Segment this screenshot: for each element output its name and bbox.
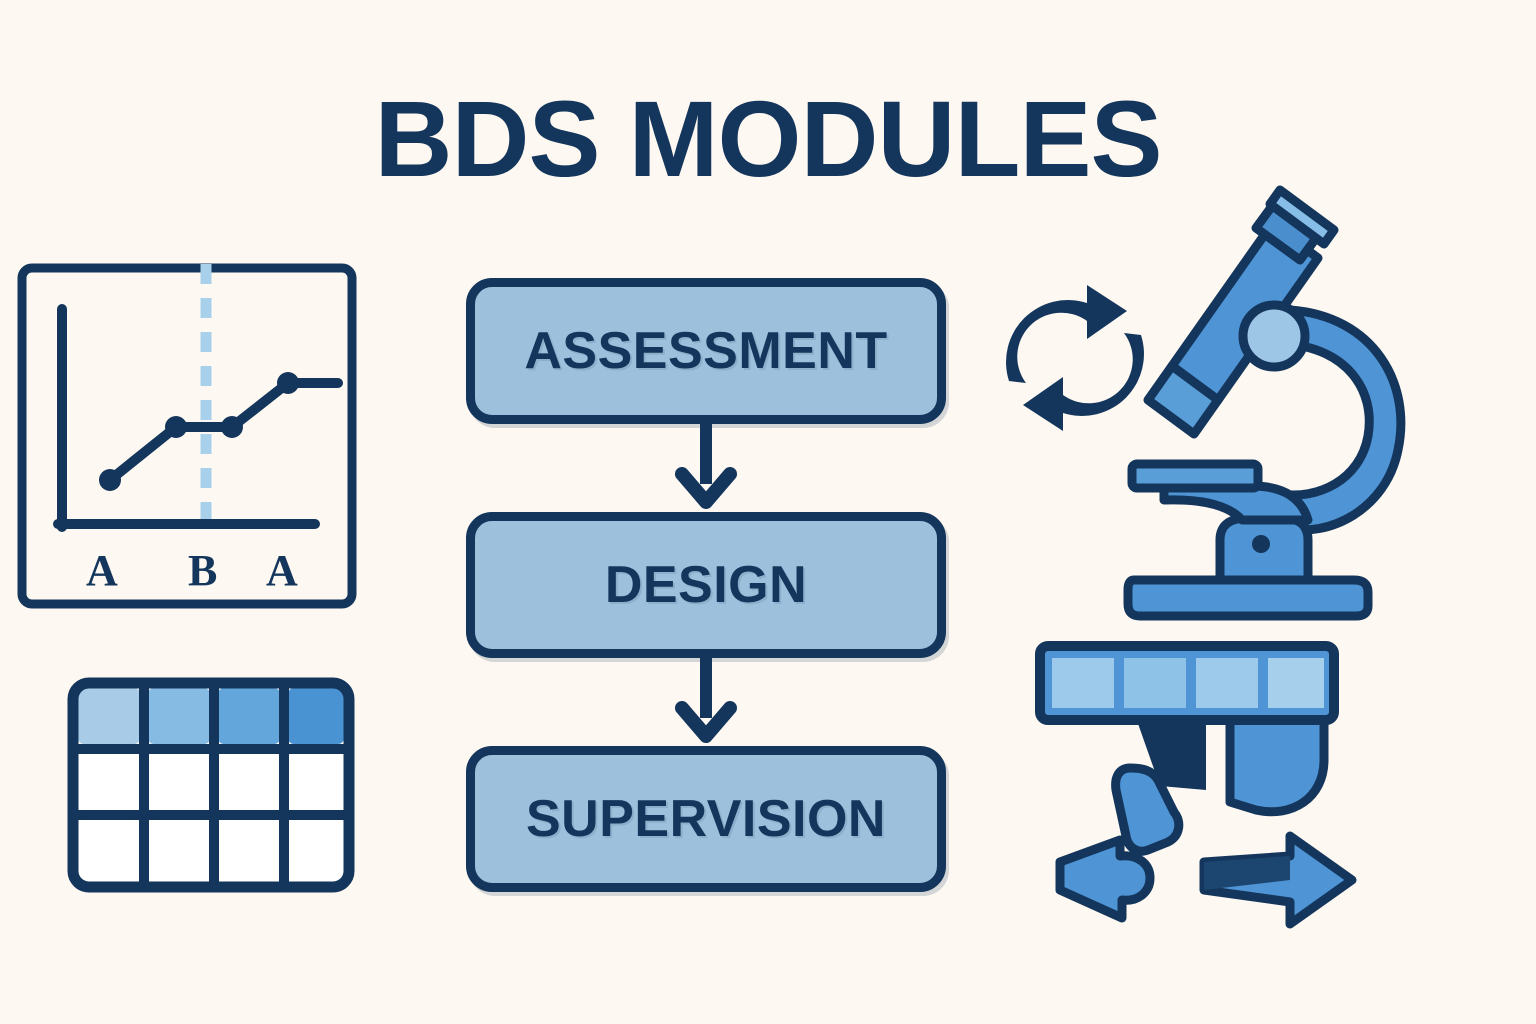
filmstrip-cell bbox=[1124, 658, 1186, 708]
chart-data-point bbox=[221, 416, 243, 438]
filmstrip-cell bbox=[1268, 658, 1324, 708]
tools-wedge bbox=[1136, 718, 1206, 790]
filmstrip-tools-arrow-icon bbox=[1034, 640, 1364, 930]
flow-step-label: SUPERVISION bbox=[526, 790, 886, 848]
table-header-cell bbox=[218, 688, 280, 744]
table-body-cell bbox=[78, 820, 140, 882]
filmstrip-cell bbox=[1052, 658, 1114, 708]
tools-svg bbox=[1035, 641, 1357, 929]
arrow-down-icon bbox=[675, 656, 737, 743]
table-header-cell bbox=[78, 688, 140, 744]
chart-data-point bbox=[165, 416, 187, 438]
cycle-arrow-bottom bbox=[1023, 333, 1144, 431]
flow-step-design[interactable]: DESIGN bbox=[466, 512, 946, 658]
table-header-cell bbox=[148, 688, 210, 744]
tools-blob-body bbox=[1125, 713, 1329, 817]
table-body-cell bbox=[148, 754, 210, 810]
phase-label-a1: A bbox=[86, 546, 118, 595]
arrow-assessment-to-design bbox=[672, 422, 740, 516]
table-outer-border bbox=[67, 677, 355, 893]
phase-label-b: B bbox=[188, 546, 218, 595]
page-title: BDS MODULES bbox=[374, 78, 1162, 199]
flow-step-assessment[interactable]: ASSESSMENT bbox=[466, 278, 946, 424]
flow-step-label: DESIGN bbox=[604, 556, 808, 614]
cycle-arrow-top bbox=[1006, 285, 1127, 383]
microscope-base bbox=[1123, 575, 1373, 621]
table-body-cell bbox=[218, 754, 280, 810]
table-header-cell bbox=[288, 688, 344, 744]
microscope-icon bbox=[1122, 185, 1412, 621]
microscope-lens-knob bbox=[1238, 300, 1310, 372]
cycle-arrows-svg bbox=[1006, 285, 1144, 431]
microscope-stage bbox=[1127, 459, 1263, 493]
data-table-panel bbox=[66, 676, 356, 894]
table-body-cell bbox=[218, 820, 280, 882]
filmstrip-bar bbox=[1035, 641, 1339, 725]
table-body-cell bbox=[288, 820, 344, 882]
data-table-svg bbox=[67, 677, 355, 893]
microscope-stage-support bbox=[1159, 481, 1313, 525]
arrow-right-shadow bbox=[1204, 856, 1290, 890]
filmstrip-cell bbox=[1196, 658, 1258, 708]
arrow-design-to-supervision bbox=[672, 656, 740, 750]
aba-reversal-chart-panel: A B A bbox=[16, 262, 358, 610]
flow-step-label: ASSESSMENT bbox=[524, 322, 888, 380]
chart-data-point bbox=[277, 372, 299, 394]
table-body-cell bbox=[148, 820, 210, 882]
table-body-cell bbox=[288, 754, 344, 810]
microscope-focus-knob bbox=[1252, 535, 1270, 553]
microscope-objective bbox=[1143, 361, 1223, 439]
flow-step-supervision[interactable]: SUPERVISION bbox=[466, 746, 946, 892]
microscope-eyepiece-cap bbox=[1265, 185, 1339, 249]
arrow-down-icon bbox=[675, 422, 737, 509]
chart-data-point bbox=[99, 469, 121, 491]
chart-frame bbox=[17, 263, 357, 609]
aba-chart-svg bbox=[17, 263, 357, 609]
table-body-cell bbox=[78, 754, 140, 810]
tools-limb bbox=[1111, 763, 1184, 856]
cycle-arrows-icon bbox=[995, 263, 1155, 453]
flow-column: ASSESSMENT DESIGN SUPERVISION bbox=[466, 278, 946, 900]
arrow-left-curved-icon bbox=[1055, 835, 1155, 923]
phase-label-a2: A bbox=[266, 546, 298, 595]
microscope-svg bbox=[1123, 185, 1406, 621]
